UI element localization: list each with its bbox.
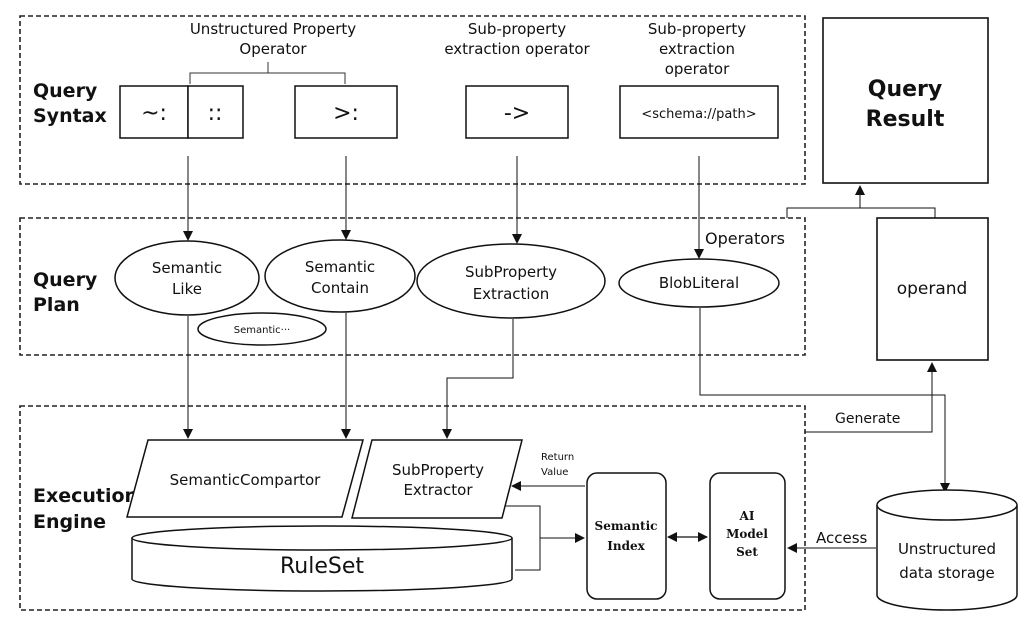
subproperty-extraction-label-1: SubProperty xyxy=(465,263,557,281)
subproperty-header-2-line-2: extraction xyxy=(659,40,735,58)
schema-path-box xyxy=(619,85,779,139)
execution-engine-frame xyxy=(19,405,806,611)
tilde-colon-operator: ~: xyxy=(141,101,167,126)
semantic-like-label-2: Like xyxy=(172,280,202,298)
subproperty-header-1-line-1: Sub-property xyxy=(468,20,566,38)
generate-label: Generate xyxy=(835,411,900,427)
blob-literal-node xyxy=(618,258,780,308)
query-syntax-label-1: Query xyxy=(33,80,98,102)
semantic-comparator-shape xyxy=(126,439,364,518)
semantic-index-box xyxy=(586,472,667,600)
execution-engine-label-2: Engine xyxy=(33,511,106,533)
ai-model-set-box xyxy=(709,472,786,600)
subproperty-header-2-line-1: Sub-property xyxy=(648,20,746,38)
operator-group-bracket xyxy=(189,62,346,84)
query-syntax-frame xyxy=(19,15,806,185)
semantic-comparator-label: SemanticCompartor xyxy=(170,471,322,489)
semantic-like-node xyxy=(114,240,260,316)
query-result-title-2: Result xyxy=(866,107,945,132)
semantic-more-node xyxy=(197,312,327,346)
unstructured-operator-header-1: Unstructured Property xyxy=(190,20,356,38)
subproperty-extraction-label-2: Extraction xyxy=(473,285,550,303)
semantic-more-label: Semantic··· xyxy=(234,325,290,336)
query-result-box xyxy=(822,17,989,184)
semantic-contain-label-1: Semantic xyxy=(305,258,375,276)
subproperty-header-2-line-3: operator xyxy=(665,60,730,78)
storage-cylinder xyxy=(876,489,1018,611)
ai-model-set-label-3: Set xyxy=(736,545,758,559)
query-result-title-1: Query xyxy=(868,77,942,102)
semantic-like-label-1: Semantic xyxy=(152,259,222,277)
ai-model-set-label-2: Model xyxy=(726,527,768,541)
operators-to-result-connector xyxy=(786,186,936,218)
query-plan-frame xyxy=(19,217,806,356)
unstructured-operator-header-2: Operator xyxy=(239,40,307,58)
execution-engine-label-1: Execution xyxy=(33,485,138,507)
arrow-operator-box xyxy=(465,85,569,139)
ruleset-cylinder xyxy=(131,525,513,592)
access-label: Access xyxy=(816,529,868,547)
arrow-blob-literal-to-storage xyxy=(699,308,950,493)
return-value-label-1: Return xyxy=(541,452,574,463)
operand-box xyxy=(876,217,989,361)
subproperty-extractor-label-1: SubProperty xyxy=(392,461,484,479)
semantic-contain-node xyxy=(264,239,416,313)
storage-label-2: data storage xyxy=(899,564,995,582)
ai-model-set-label-1: AI xyxy=(739,509,755,523)
tilde-colon-box xyxy=(119,85,189,139)
operand-label: operand xyxy=(897,279,968,299)
operators-label: Operators xyxy=(705,229,785,248)
double-colon-operator: :: xyxy=(208,101,223,126)
subproperty-extractor-shape xyxy=(351,439,523,519)
subproperty-extraction-node xyxy=(416,243,606,319)
return-value-label-2: Value xyxy=(541,467,568,478)
semantic-contain-label-2: Contain xyxy=(311,279,369,297)
arrow-generate-to-operand xyxy=(805,362,937,433)
greater-colon-box xyxy=(294,85,398,139)
subproperty-header-1-line-2: extraction operator xyxy=(444,40,590,58)
storage-label-1: Unstructured xyxy=(898,540,996,558)
query-plan-label-2: Plan xyxy=(33,294,80,316)
subproperty-extractor-label-2: Extractor xyxy=(403,481,473,499)
schema-path-operator: <schema://path> xyxy=(641,107,756,122)
semantic-index-label-2: Index xyxy=(607,539,645,553)
query-plan-label-1: Query xyxy=(33,269,98,291)
blob-literal-label: BlobLiteral xyxy=(659,274,739,292)
ruleset-extractor-bracket xyxy=(505,505,584,571)
arrow-operator: -> xyxy=(504,101,530,126)
semantic-index-label-1: Semantic xyxy=(595,519,658,533)
ruleset-label: RuleSet xyxy=(280,554,364,579)
double-colon-box xyxy=(187,85,244,139)
query-syntax-label-2: Syntax xyxy=(33,105,107,127)
arrow-subproperty-to-extractor xyxy=(442,319,514,439)
greater-colon-operator: >: xyxy=(333,101,359,126)
